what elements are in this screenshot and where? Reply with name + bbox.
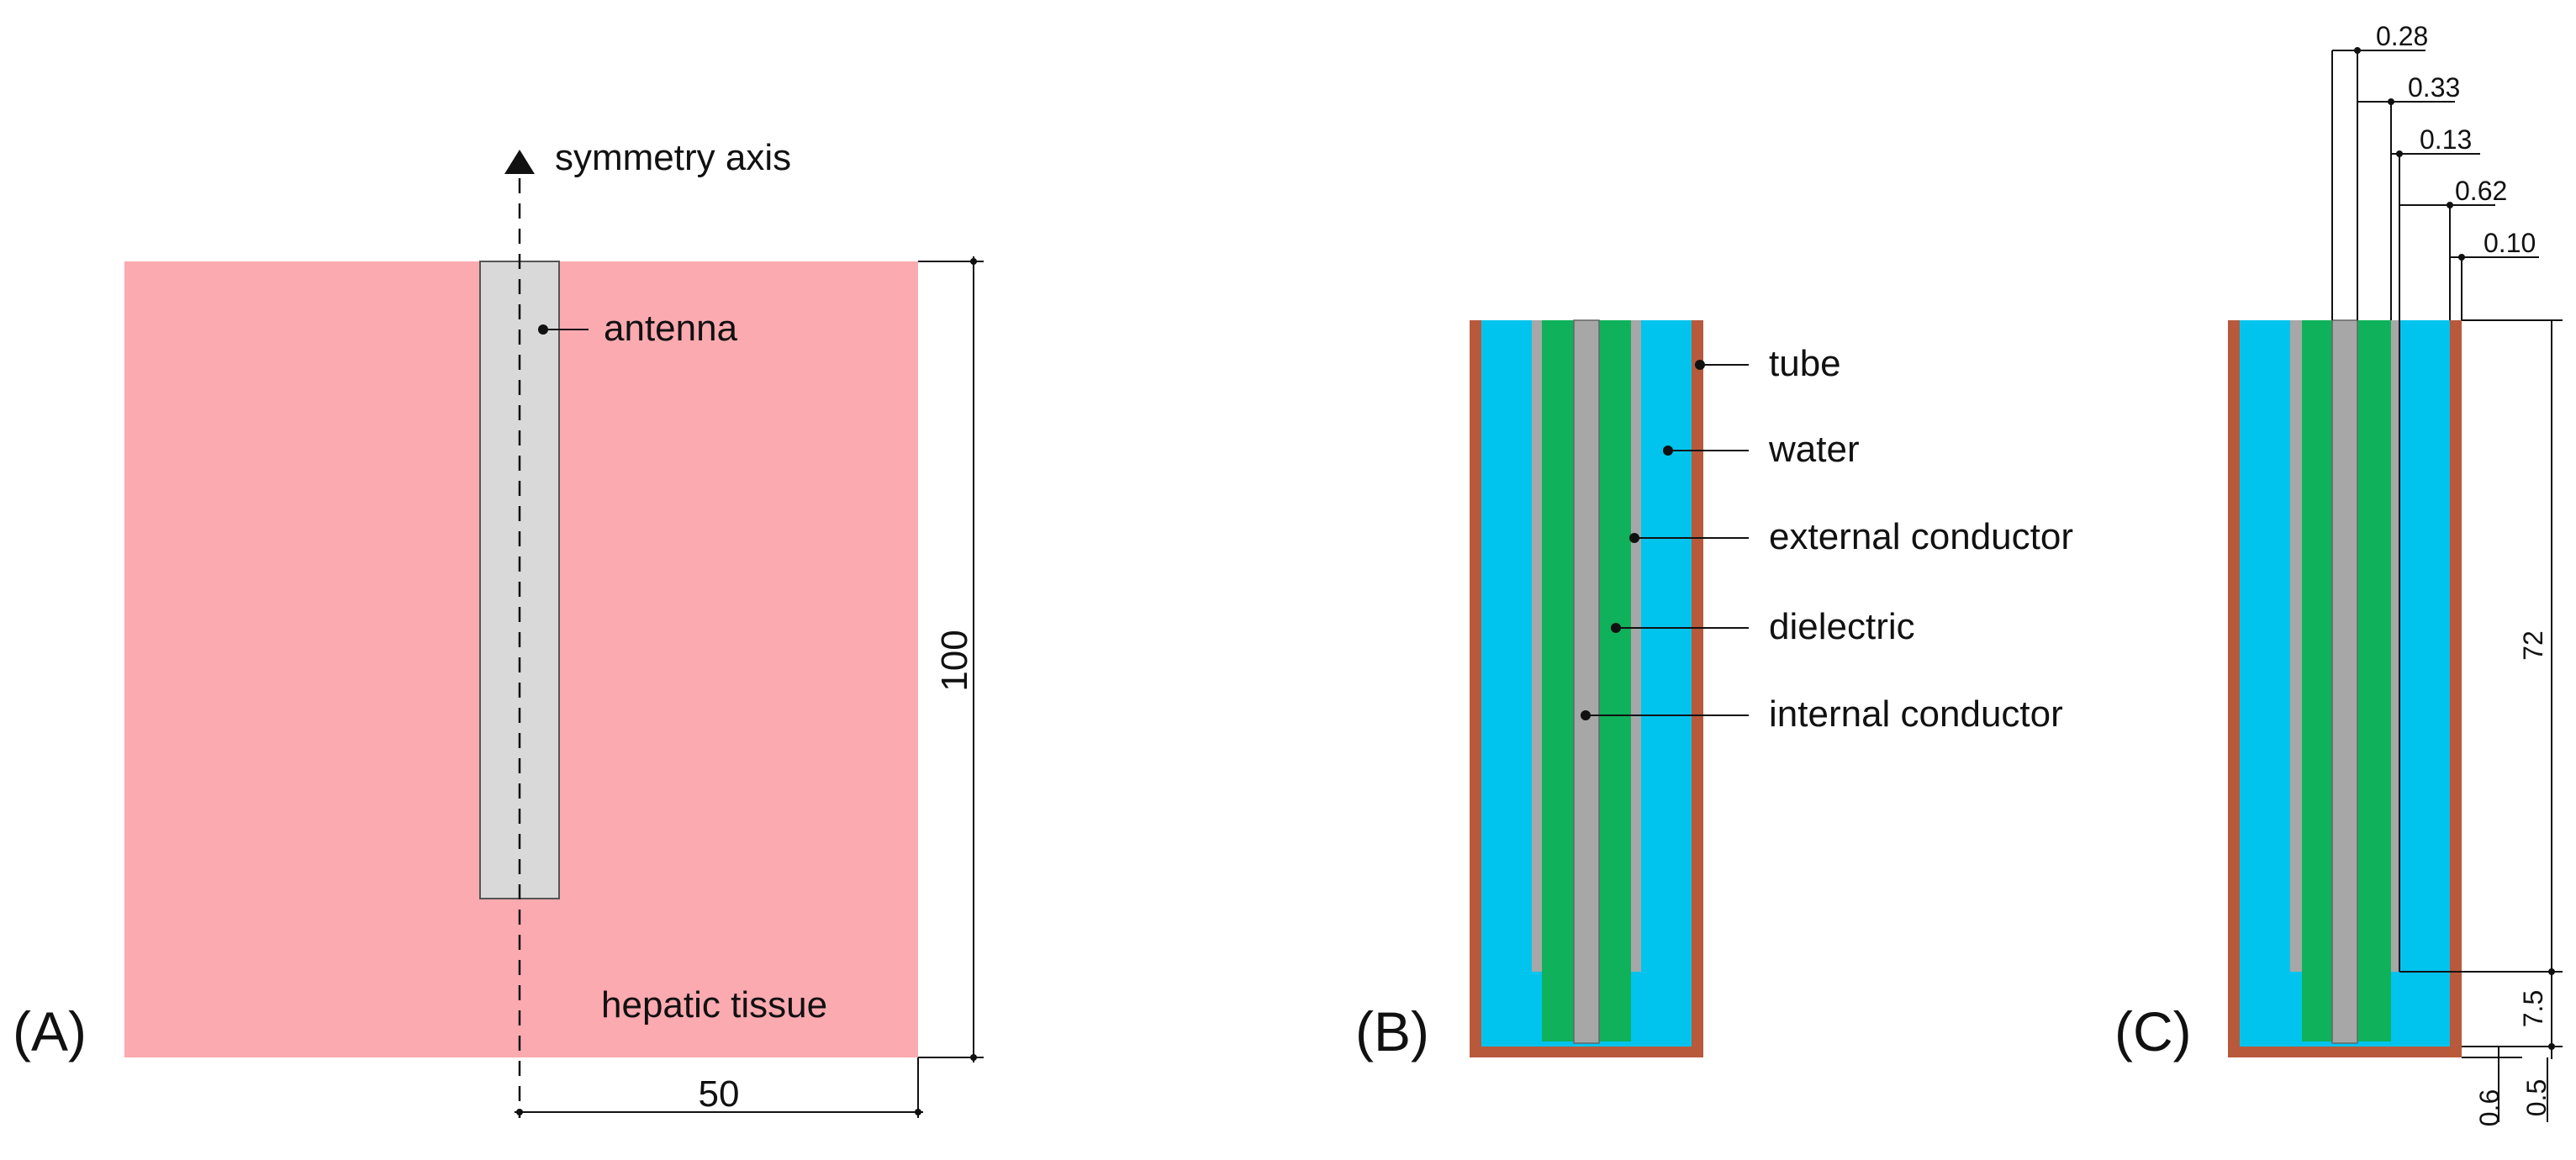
internal-conductor-c [2331,319,2358,1044]
dim-label-7-5: 7.5 [2518,990,2548,1027]
dielectric-label: dielectric [1769,606,1915,647]
dim-tick-062 [2447,202,2453,208]
height-dim-tick-bottom [970,1054,977,1061]
dim-label-0-10: 0.10 [2484,228,2536,258]
symmetry-axis-label: symmetry axis [555,137,791,178]
dim-label-0-62: 0.62 [2455,176,2507,206]
dim-tick-013 [2396,150,2403,157]
dim-label-0-6: 0.6 [2474,1089,2505,1126]
dim-label-0-33: 0.33 [2408,72,2460,103]
dim-label-0-28: 0.28 [2376,21,2428,51]
width-dim-tick-right [915,1109,921,1115]
dim-tick-010 [2458,254,2465,261]
top-dimension-lines [2331,50,2563,1122]
panel-b-label: (B) [1355,1000,1429,1062]
panel-c: 0.28 0.33 0.13 0.62 0.10 72 7.5 0.6 0.5 … [2114,21,2563,1126]
dim-label-0-5: 0.5 [2521,1079,2552,1116]
dim-tick-028 [2354,47,2361,54]
panel-a: symmetry axis antenna hepatic tissue 100… [13,137,984,1118]
hepatic-tissue-label: hepatic tissue [601,984,827,1026]
external-conductor-label: external conductor [1769,516,2073,557]
internal-conductor-label: internal conductor [1769,693,2063,735]
panel-c-label: (C) [2114,1000,2192,1062]
dim-tick-75-bottom [2548,1043,2555,1050]
tube-label: tube [1769,343,1841,384]
height-dim-label: 100 [934,630,975,691]
width-dim-label: 50 [699,1073,740,1115]
dim-tick-033 [2388,98,2394,105]
dim-label-72: 72 [2518,630,2548,661]
dim-tick-72-bottom [2548,968,2555,975]
panel-b: tube water external conductor dielectric… [1355,319,2073,1062]
antenna-label: antenna [604,308,738,349]
symmetry-axis-arrowhead [504,150,535,174]
internal-conductor [1573,319,1600,1044]
water-label: water [1768,429,1860,470]
height-dim-tick-top [970,258,977,265]
width-dim-tick-left [516,1109,523,1115]
panel-a-label: (A) [13,1000,87,1062]
dim-label-0-13: 0.13 [2420,124,2472,155]
